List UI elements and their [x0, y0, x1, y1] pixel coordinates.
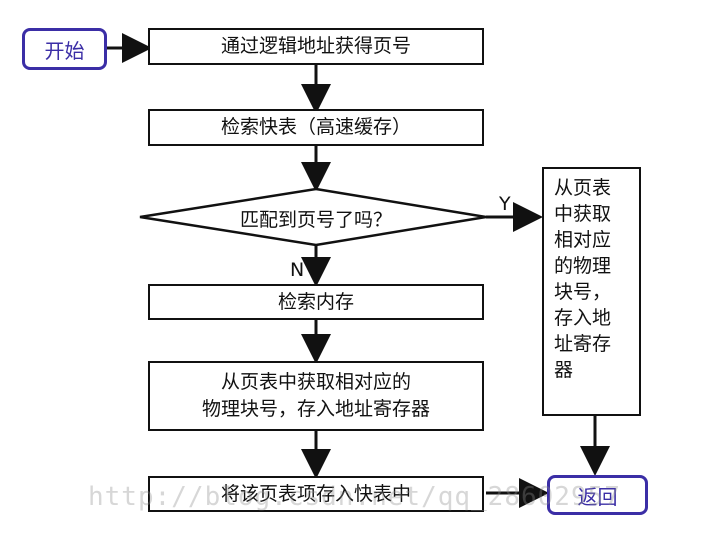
- side-line: 块号，: [554, 281, 612, 303]
- step-search-tlb: 检索快表（高速缓存）: [148, 109, 484, 146]
- side-line: 相对应: [554, 229, 612, 251]
- side-line: 从页表: [554, 177, 612, 199]
- step-get-frame-number-line1: 从页表中获取相对应的: [220, 371, 411, 393]
- side-line: 存入地: [554, 307, 612, 329]
- side-line: 的物理: [554, 255, 612, 277]
- step-store-in-tlb: 将该页表项存入快表中: [148, 476, 484, 512]
- step-get-frame-number-line2: 物理块号，存入地址寄存器: [201, 398, 430, 420]
- decision-label: 匹配到页号了吗？: [239, 209, 392, 231]
- side-line: 中获取: [554, 203, 612, 225]
- side-text: 从页表 中获取 相对应 的物理 块号， 存入地 址寄存 器: [554, 175, 611, 383]
- side-line: 址寄存: [554, 333, 612, 355]
- step-get-page-number: 通过逻辑地址获得页号: [148, 28, 484, 65]
- side-line: 器: [554, 359, 574, 381]
- start-terminal: 开始: [22, 28, 107, 70]
- step-get-frame-number: 从页表中获取相对应的 物理块号，存入地址寄存器: [148, 361, 484, 431]
- step-search-memory: 检索内存: [148, 284, 484, 320]
- watermark: http://blog.csdn.net/qq_28602957: [88, 482, 621, 512]
- end-terminal: 返回: [547, 475, 648, 515]
- no-label: N: [290, 259, 305, 281]
- yes-label: Y: [499, 193, 511, 215]
- side-get-frame-number: 从页表 中获取 相对应 的物理 块号， 存入地 址寄存 器: [542, 167, 641, 416]
